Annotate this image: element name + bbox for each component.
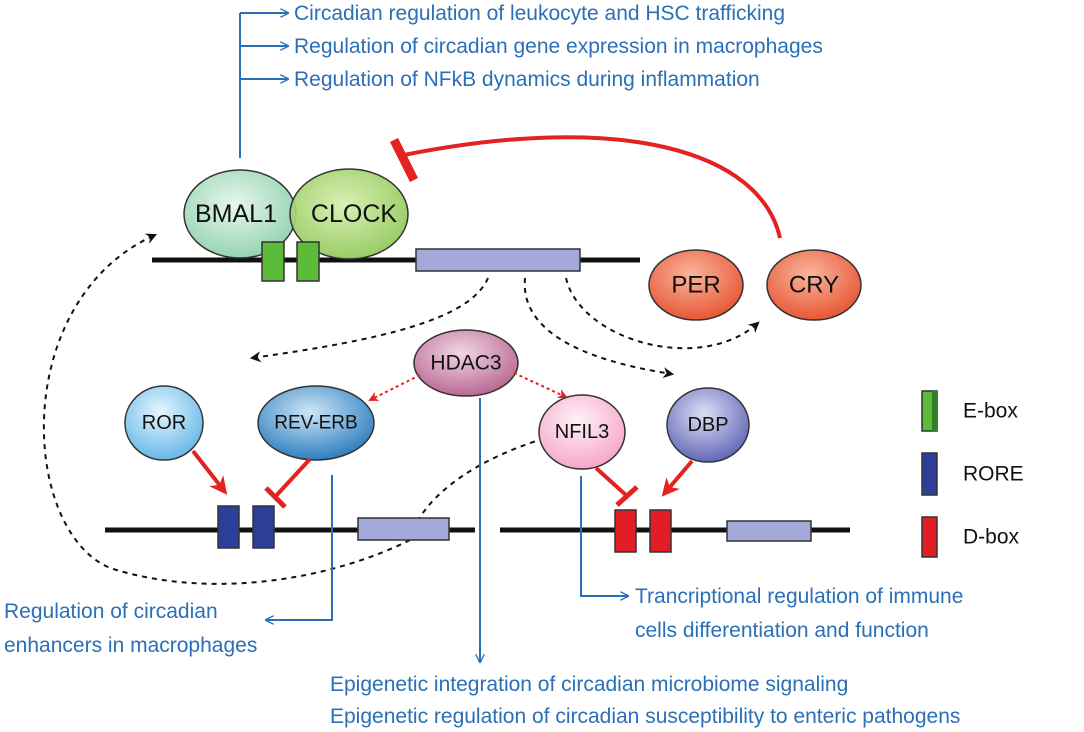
legend-dbox-label: D-box <box>963 526 1020 549</box>
dbp-label: DBP <box>687 414 728 436</box>
legend-ebox-label: E-box <box>963 400 1018 423</box>
ror-node <box>124 385 204 461</box>
bmal1-output-2: Regulation of circadian gene expression … <box>294 35 823 58</box>
hdac3-to-nfil3-arrow <box>513 372 568 399</box>
legend-ebox-swatch-edge <box>932 391 937 431</box>
nfil3-inhibition-bar <box>615 485 639 507</box>
hdac3-label: HDAC3 <box>430 352 501 375</box>
arrow-gene-to-reverb <box>249 277 489 363</box>
reverb-output-arrow <box>266 475 333 620</box>
ebox-element-1 <box>261 241 285 282</box>
legend-rore-label: RORE <box>963 463 1024 486</box>
arrow-enhancer-to-bmal1 <box>42 233 411 585</box>
legend-rore-swatch <box>921 452 938 496</box>
bmal1-output-bracket <box>239 13 288 158</box>
dbox-element-2 <box>649 509 672 553</box>
nfil3-node <box>538 394 626 470</box>
per-node <box>648 249 744 321</box>
cry-node <box>766 249 862 321</box>
hdac3-node <box>413 329 519 397</box>
cry-inhibition-arc <box>403 135 782 239</box>
top-gene-body <box>415 248 581 272</box>
nfil3-output-line-1: Trancriptional regulation of immune <box>635 585 963 608</box>
reverb-output-line-2: enhancers in macrophages <box>4 634 257 657</box>
per-label: PER <box>671 272 720 299</box>
arrow-gene-to-per-cry <box>565 277 760 350</box>
reverb-output-line-1: Regulation of circadian <box>4 600 218 623</box>
dbox-element-1 <box>614 509 637 553</box>
ebox-element-2 <box>296 241 320 282</box>
reverb-inhibition-bar <box>264 486 287 509</box>
cry-label: CRY <box>789 272 839 299</box>
right-gene-body <box>726 520 812 542</box>
clock-label: CLOCK <box>311 200 397 228</box>
rore-element-1 <box>217 505 240 549</box>
hdac3-output-line-1: Epigenetic integration of circadian micr… <box>330 673 848 696</box>
inhibition-bar-top <box>389 137 419 183</box>
nfil3-inhibition-line <box>594 466 629 498</box>
clock-node <box>289 168 409 260</box>
bmal1-label: BMAL1 <box>195 200 277 228</box>
bmal1-output-1: Circadian regulation of leukocyte and HS… <box>294 2 785 25</box>
reverb-node <box>257 385 375 461</box>
nfil3-output-line-2: cells differentiation and function <box>635 619 929 642</box>
ror-activation-arrow <box>191 449 228 495</box>
left-gene-body <box>357 517 450 541</box>
hdac3-to-reverb-arrow <box>368 374 421 401</box>
dbp-node <box>666 387 750 463</box>
ror-label: ROR <box>142 412 186 434</box>
reverb-inhibition-line <box>273 457 312 499</box>
rore-element-2 <box>252 505 275 549</box>
reverb-label: REV-ERB <box>274 413 357 434</box>
nfil3-label: NFIL3 <box>555 421 609 443</box>
dbp-activation-arrow <box>661 459 694 497</box>
arrow-enhancer-to-nfil3 <box>409 433 555 541</box>
bmal1-output-3: Regulation of NFkB dynamics during infla… <box>294 68 760 91</box>
legend-dbox-swatch <box>921 516 938 558</box>
legend: E-box RORE D-box <box>921 390 1024 558</box>
hdac3-output-line-2: Epigenetic regulation of circadian susce… <box>330 705 960 728</box>
nfil3-output-arrow <box>580 476 628 596</box>
